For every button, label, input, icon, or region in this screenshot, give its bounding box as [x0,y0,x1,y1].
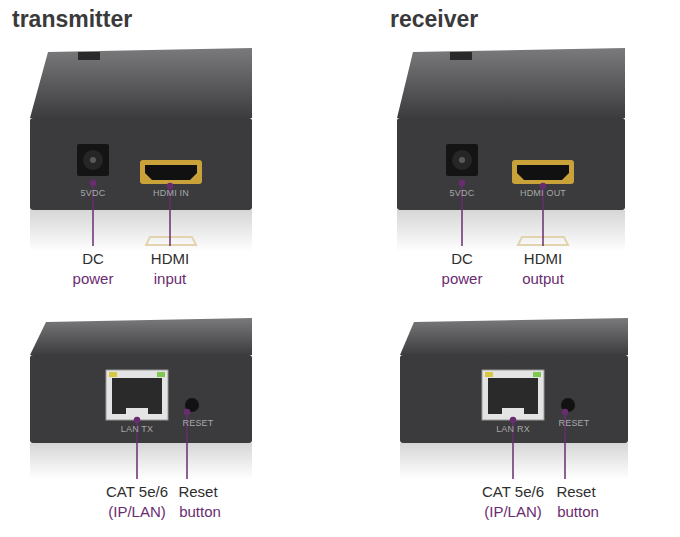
transmitter-front [30,48,252,252]
port-label: LAN RX [496,424,530,434]
port-label: LAN TX [121,424,154,434]
device-box: LAN TX RESET [30,355,252,443]
callout-label: HDMI [524,250,562,267]
device-box: 5VDC HDMI OUT [397,118,625,210]
receiver-back [400,318,628,479]
device-box: 5VDC HDMI IN [30,118,252,210]
callout-label: CAT 5e/6 [482,483,544,500]
callout-label: button [179,503,221,520]
transmitter-back [30,318,252,479]
callout-label: power [73,270,114,287]
callout-label: HDMI [151,250,189,267]
callout-label: (IP/LAN) [108,503,166,520]
device-box: LAN RX RESET [400,355,628,443]
receiver-front [397,48,625,252]
heading: receiver [390,6,478,33]
port-label: RESET [558,418,589,428]
callout-label: Reset [178,483,217,500]
callout-label: input [154,270,187,287]
callout-label: DC [451,250,473,267]
leader-lines [91,181,568,480]
heading: transmitter [12,6,132,33]
callout-label: CAT 5e/6 [106,483,168,500]
port-label: HDMI OUT [520,188,566,198]
port-label: HDMI IN [153,188,189,198]
callout-label: Reset [556,483,595,500]
port-label: 5VDC [81,188,106,198]
callout-label: (IP/LAN) [484,503,542,520]
port-label: RESET [182,418,213,428]
callout-label: DC [82,250,104,267]
callout-label: button [557,503,599,520]
port-label: 5VDC [450,188,475,198]
callout-label: output [522,270,564,287]
callout-label: power [442,270,483,287]
